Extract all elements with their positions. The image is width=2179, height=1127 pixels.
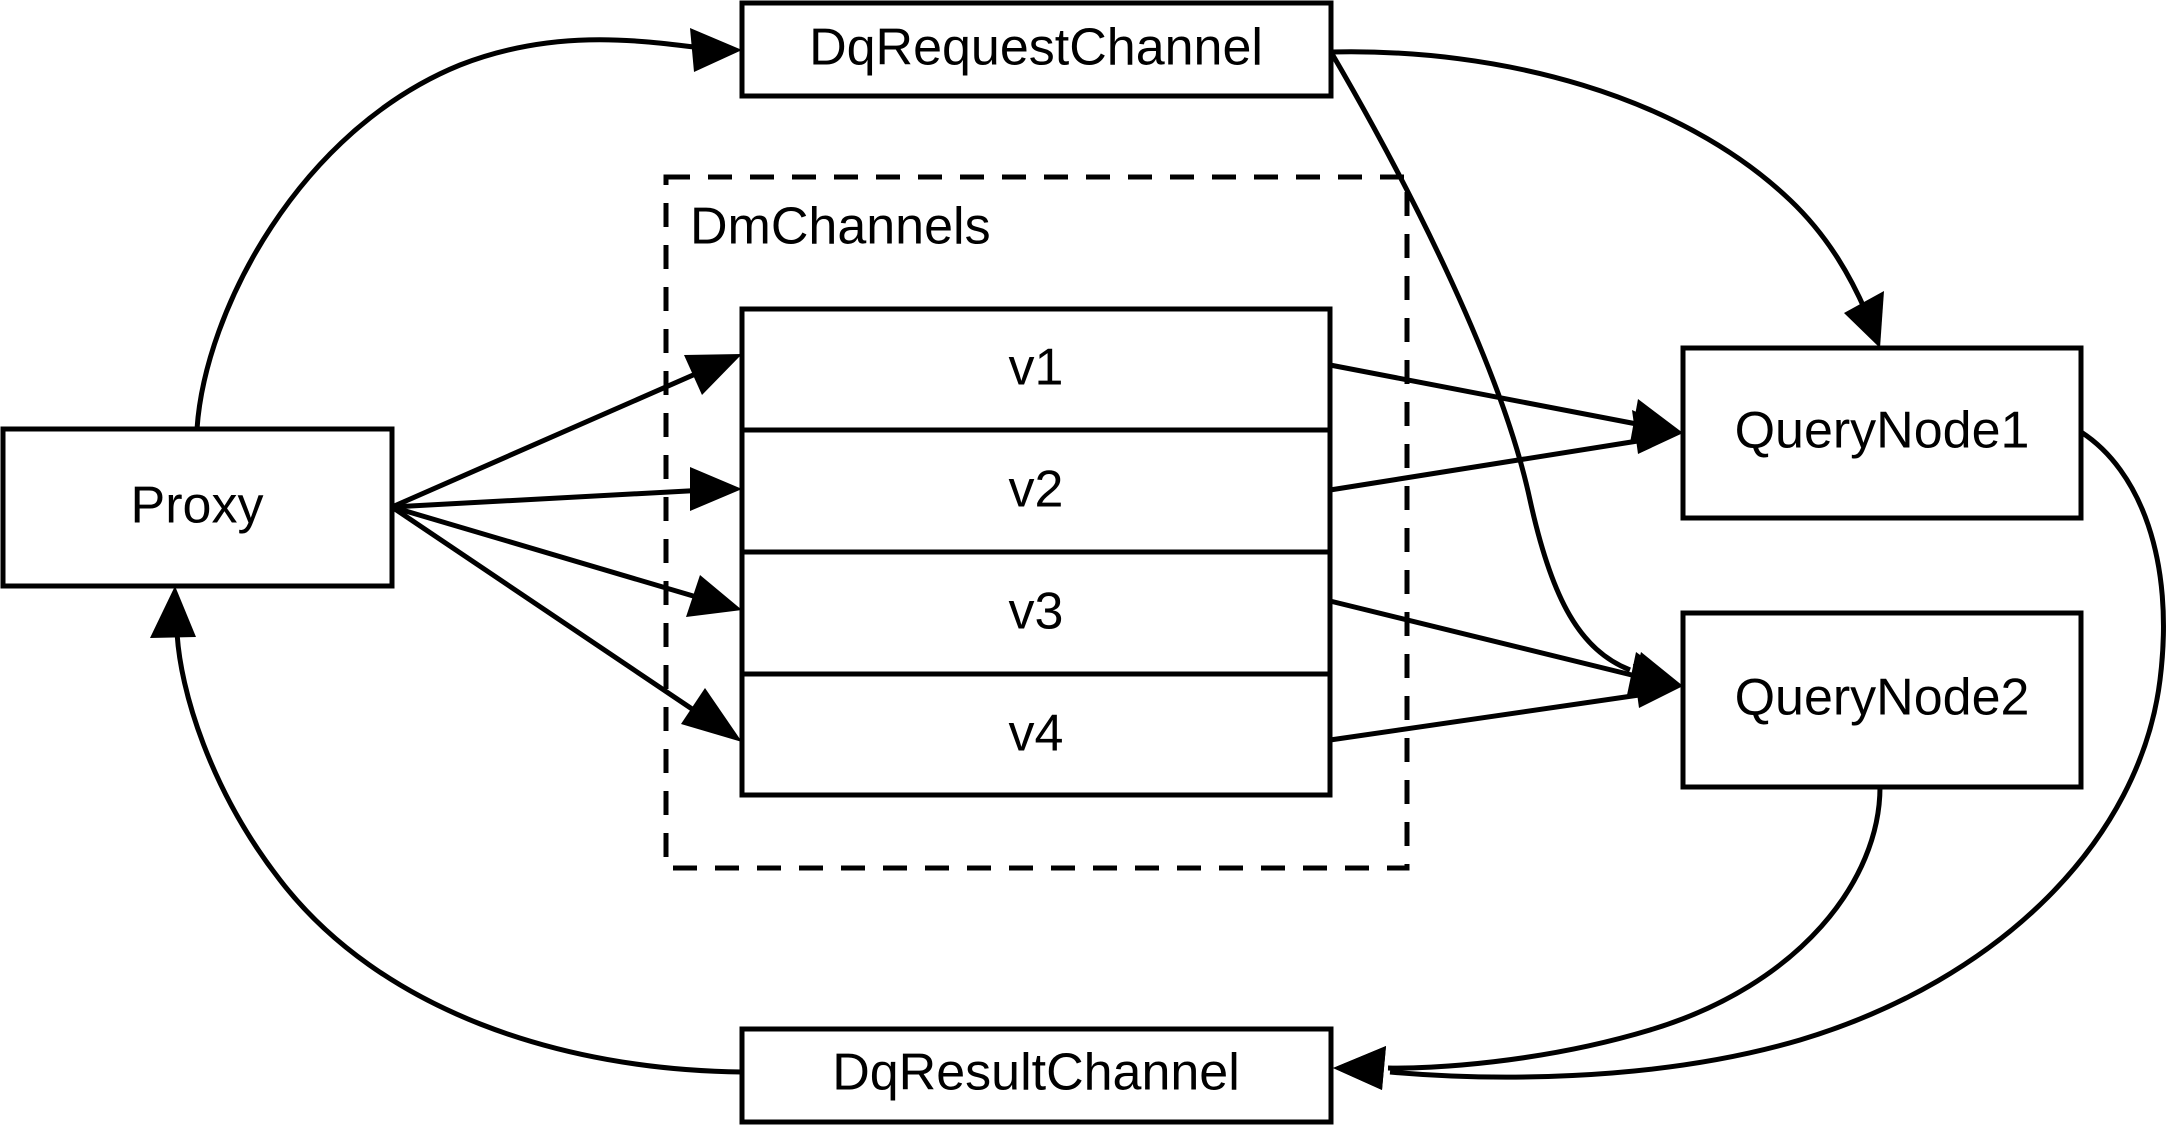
node-query-node-1[interactable]: QueryNode1 [1680,345,2084,521]
arrow-head-icon [1333,1046,1386,1090]
edge-querynode2-to-dqresultchannel [1333,786,1883,1090]
arrow-head-icon [681,688,742,742]
arrow-head-icon [690,467,742,511]
dm-channels-table[interactable]: v1 v2 v3 v4 [739,306,1333,798]
node-query-node-2[interactable]: QueryNode2 [1680,610,2084,790]
edge-v4-to-querynode2 [1329,664,1683,743]
node-dq-result-channel[interactable]: DqResultChannel [739,1026,1334,1125]
edge-dqrequestchannel-to-querynode1 [1330,49,1884,348]
dq-request-channel-label: DqRequestChannel [809,19,1263,77]
arrow-head-icon [150,586,196,638]
query-node-2-label: QueryNode2 [1735,669,2030,727]
edge-proxy-to-v1 [390,354,742,510]
dq-result-channel-box [739,1026,1334,1125]
arrow-head-icon [1633,664,1683,708]
table-row-v3[interactable]: v3 [1009,583,1064,641]
arrow-head-icon [1844,291,1884,348]
dm-channels-group: DmChannels [663,174,1410,871]
dq-result-channel-label: DqResultChannel [832,1044,1240,1102]
edge-proxy-to-v3 [391,504,742,617]
table-row-v2[interactable]: v2 [1009,461,1064,519]
arrow-head-icon [686,575,742,617]
query-node-2-box [1680,610,2084,790]
query-node-1-box [1680,345,2084,521]
node-proxy[interactable]: Proxy [0,426,395,589]
table-row-v1[interactable]: v1 [1009,339,1064,397]
arrow-head-icon [690,28,742,72]
node-dq-request-channel[interactable]: DqRequestChannel [739,0,1334,99]
edge-dqresultchannel-to-proxy [150,586,743,1075]
proxy-label: Proxy [131,477,264,535]
table-row-v4[interactable]: v4 [1009,705,1064,763]
edge-proxy-to-v2 [391,467,742,511]
query-node-1-label: QueryNode1 [1735,402,2030,460]
arrow-head-icon [1632,410,1683,454]
arrow-head-icon [684,354,742,395]
edge-v1-to-querynode1 [1329,362,1683,443]
dq-request-channel-box [739,0,1334,99]
edge-proxy-to-v4 [390,504,742,742]
edge-proxy-to-dqrequestchannel [194,28,742,430]
dm-channels-label: DmChannels [690,198,991,256]
proxy-box [0,426,395,589]
edge-v2-to-querynode1 [1329,410,1683,493]
